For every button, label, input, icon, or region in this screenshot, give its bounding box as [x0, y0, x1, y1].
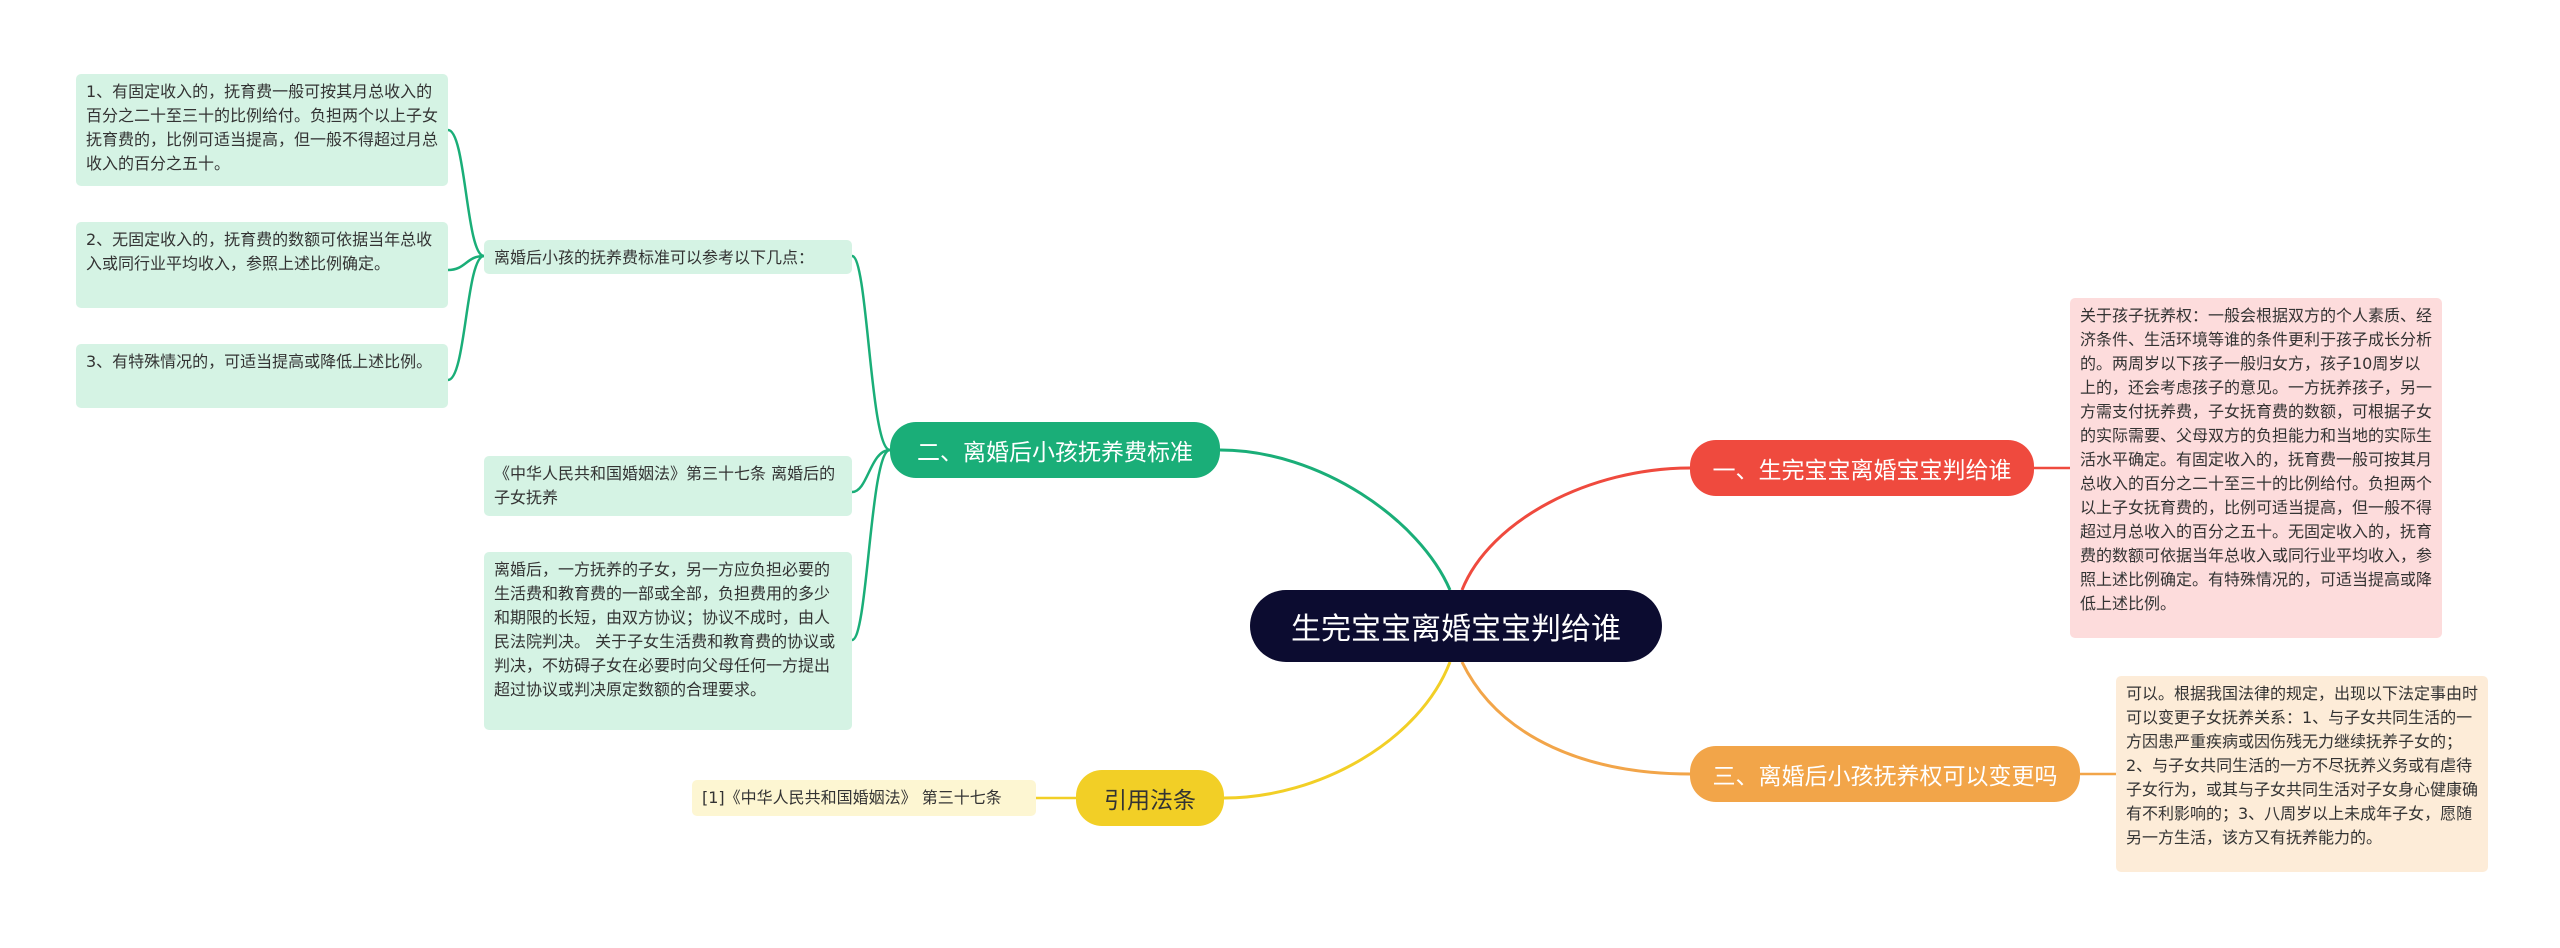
leaf-custody-details[interactable]: 关于孩子抚养权：一般会根据双方的个人素质、经济条件、生活环境等谁的条件更利于孩子…: [2070, 298, 2442, 638]
leaf-special-circumstances[interactable]: 3、有特殊情况的，可适当提高或降低上述比例。: [76, 344, 448, 408]
edge-center-to-b4: [1223, 661, 1452, 800]
leaf-marriage-law-article-37[interactable]: 《中华人民共和国婚姻法》第三十七条 离婚后的子女抚养: [484, 456, 852, 516]
edge-leaf1-to-sub2: [447, 254, 485, 272]
edge-leaf1-to-sub1: [447, 128, 485, 258]
leaf-law-citation[interactable]: [1]《中华人民共和国婚姻法》 第三十七条: [692, 780, 1036, 816]
edge-b2-to-leaf3: [851, 448, 891, 642]
leaf-no-fixed-income[interactable]: 2、无固定收入的，抚育费的数额可依据当年总收入或同行业平均收入，参照上述比例确定…: [76, 222, 448, 308]
branch-child-support-standard[interactable]: 二、离婚后小孩抚养费标准: [890, 422, 1220, 478]
edge-center-to-b3: [1460, 661, 1691, 776]
leaf-support-reference[interactable]: 离婚后小孩的抚养费标准可以参考以下几点：: [484, 240, 852, 274]
leaf-custody-change-details[interactable]: 可以。根据我国法律的规定，出现以下法定事由时可以变更子女抚养关系：1、与子女共同…: [2116, 676, 2488, 872]
leaf-fixed-income[interactable]: 1、有固定收入的，抚育费一般可按其月总收入的百分之二十至三十的比例给付。负担两个…: [76, 74, 448, 186]
central-topic[interactable]: 生完宝宝离婚宝宝判给谁: [1250, 590, 1662, 662]
branch-custody-decision[interactable]: 一、生完宝宝离婚宝宝判给谁: [1690, 440, 2034, 496]
branch-cited-law[interactable]: 引用法条: [1076, 770, 1224, 826]
edge-b2-to-leaf2: [851, 448, 891, 494]
edge-center-to-b2: [1219, 448, 1452, 591]
edge-b2-to-leaf1: [850, 254, 891, 452]
branch-custody-change[interactable]: 三、离婚后小孩抚养权可以变更吗: [1690, 746, 2080, 802]
edge-center-to-b1: [1460, 466, 1691, 591]
leaf-post-divorce-support[interactable]: 离婚后，一方抚养的子女，另一方应负担必要的生活费和教育费的一部或全部，负担费用的…: [484, 552, 852, 730]
edge-leaf1-to-sub3: [447, 254, 485, 382]
